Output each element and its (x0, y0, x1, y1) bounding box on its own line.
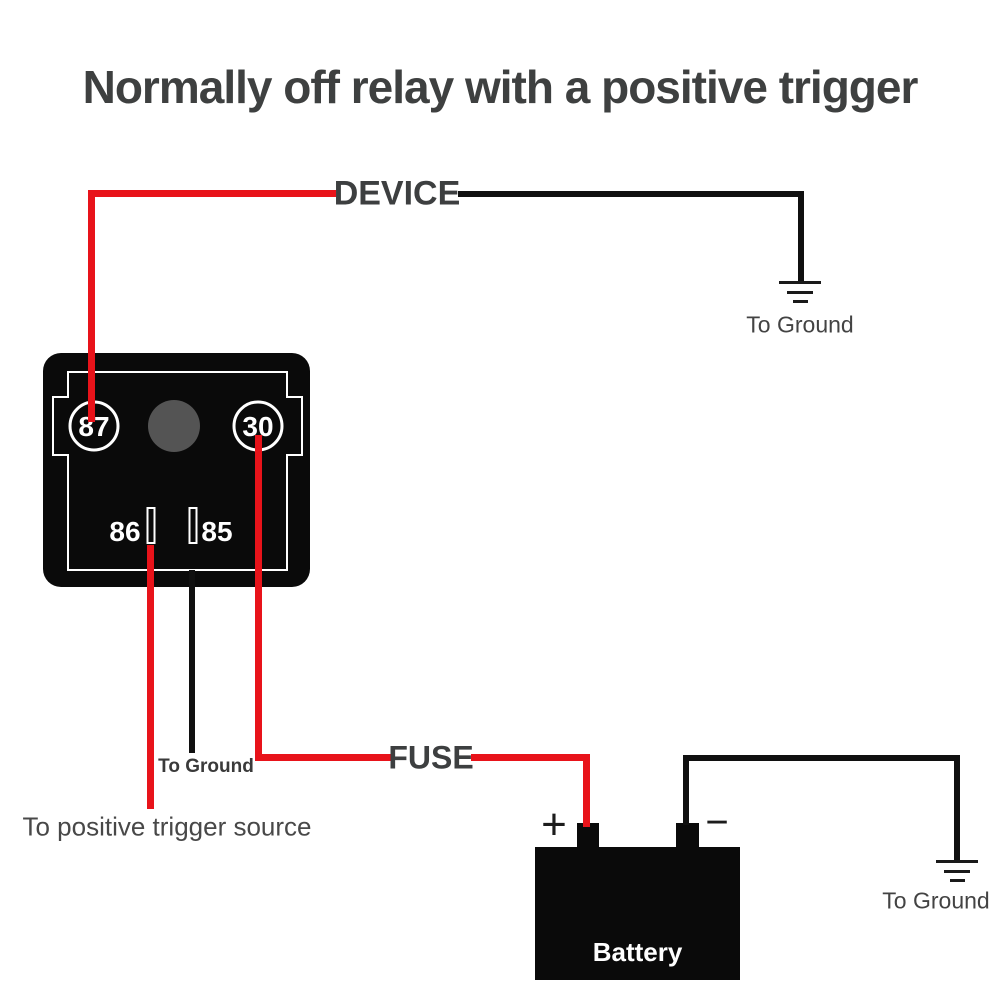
ground-bar-3 (793, 300, 808, 303)
wire-red-fuse-left (255, 754, 392, 761)
ground-symbol-top (779, 281, 821, 303)
wire-red-pin30-vertical (255, 435, 262, 761)
ground-bar-2 (944, 870, 970, 873)
trigger-source-label: To positive trigger source (22, 811, 312, 842)
ground-bar-1 (779, 281, 821, 284)
battery-plus-sign: + (541, 800, 567, 849)
battery-positive-terminal (577, 823, 599, 849)
battery-minus-sign: − (705, 800, 729, 845)
pin-86-slot (146, 507, 156, 544)
wire-red-trigger (147, 545, 154, 809)
wire-black-device-horizontal (458, 191, 804, 197)
wire-black-battery-horizontal (683, 755, 960, 761)
battery-body: Battery (535, 847, 740, 980)
to-ground-label-relay: To Ground (158, 756, 254, 777)
pin-86-label: 86 (109, 516, 140, 547)
ground-bar-1 (936, 860, 978, 863)
to-ground-label-top: To Ground (746, 311, 854, 338)
diagram-title: Normally off relay with a positive trigg… (82, 61, 919, 113)
wire-red-device-vertical (88, 190, 95, 422)
wire-red-fuse-right (471, 754, 590, 761)
ground-bar-3 (950, 879, 965, 882)
device-label: DEVICE (333, 174, 461, 213)
ground-bar-2 (787, 291, 813, 294)
ground-symbol-bottom (936, 860, 978, 882)
fuse-label: FUSE (388, 739, 474, 776)
battery-negative-terminal (676, 823, 699, 849)
battery-label: Battery (592, 937, 683, 967)
wire-red-device-horizontal (88, 190, 336, 197)
wire-black-ground-vertical (954, 755, 960, 861)
wire-black-battery-vertical (683, 755, 689, 825)
relay-center-post (148, 400, 200, 452)
wire-black-device-vertical (798, 191, 804, 283)
wire-red-battery-positive (583, 754, 590, 827)
to-ground-label-bottom: To Ground (882, 887, 990, 914)
relay-outline (52, 371, 303, 571)
relay-face: 87 30 86 85 (52, 371, 303, 571)
pin-85-label: 85 (201, 516, 232, 547)
pin-85-slot (188, 507, 198, 544)
relay-body: 87 30 86 85 (43, 353, 310, 587)
wire-black-relay-ground (189, 570, 195, 753)
